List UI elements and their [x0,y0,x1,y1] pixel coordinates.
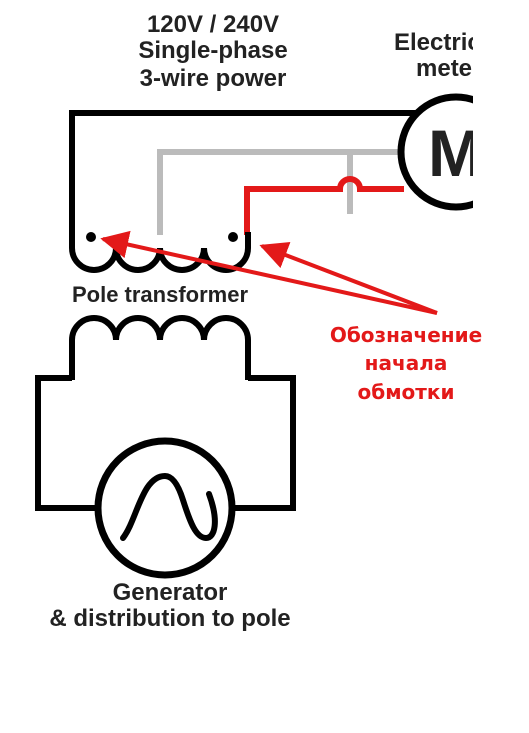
power-label-line2: Single-phase [138,37,287,64]
primary-circuit [35,375,296,511]
winding-dot-right [228,232,238,242]
annotation-line1: Обозначение [330,323,482,347]
generator [94,437,236,579]
transformer-primary-coil [69,315,251,380]
power-label-line3: 3-wire power [140,65,287,92]
generator-circle [94,437,236,579]
gray-neutral-wire [157,149,404,235]
primary-wire-right [234,375,296,511]
right-crop-mask [473,0,529,240]
sine-wave-icon [120,472,218,542]
transformer-secondary-coil [69,232,251,273]
transformer-label: Pole transformer [72,282,248,307]
annotation-arrow-left [100,230,438,315]
secondary-wiring [69,110,420,242]
meter-label-line2: meter [416,55,481,82]
black-hot-wire [69,110,420,242]
generator-label-line1: Generator [113,579,228,606]
annotation-line3: обмотки [358,380,455,404]
meter-label-line1: Electric [394,29,481,56]
annotation-line2: начала [365,351,448,375]
primary-wire-left [35,375,96,511]
winding-dot-left [86,232,96,242]
red-hot-wire [244,176,404,235]
generator-label-line2: & distribution to pole [49,605,290,632]
annotation-arrow-right [259,241,438,315]
power-label-line1: 120V / 240V [147,11,279,38]
